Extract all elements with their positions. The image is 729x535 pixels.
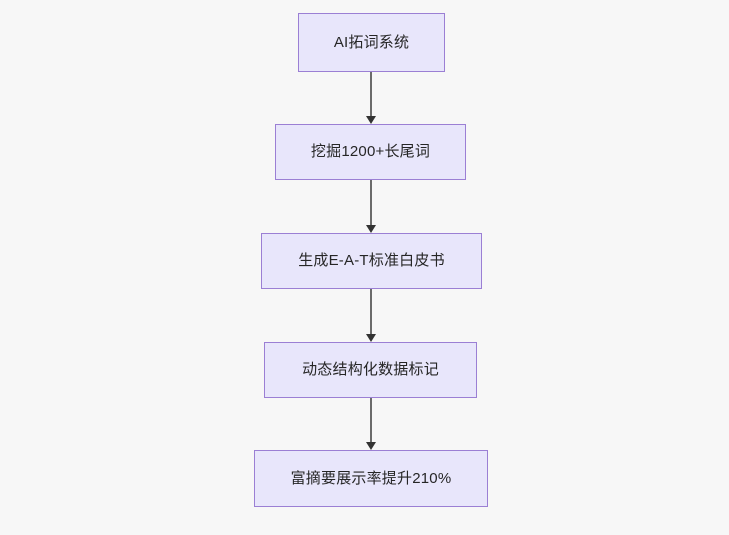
edge-line [370,180,372,226]
arrowhead-down-icon [366,442,376,450]
flow-node-rich-snippet-impression-lift[interactable]: 富摘要展示率提升210% [254,450,488,507]
arrowhead-down-icon [366,225,376,233]
flow-node-label: 动态结构化数据标记 [302,361,439,378]
arrowhead-down-icon [366,116,376,124]
flow-node-label: 富摘要展示率提升210% [290,469,452,487]
flow-node-ai-keyword-system[interactable]: AI拓词系统 [298,13,445,72]
flow-node-label: AI拓词系统 [333,33,410,51]
edge-line [370,72,372,117]
flow-node-label: 挖掘1200+长尾词 [310,143,431,160]
flow-node-mine-longtail-keywords[interactable]: 挖掘1200+长尾词 [275,124,466,180]
edge-line [370,398,372,443]
edge-line [370,289,372,335]
flow-node-label: 生成E-A-T标准白皮书 [298,252,445,269]
flow-node-dynamic-structured-data-markup[interactable]: 动态结构化数据标记 [264,342,477,398]
arrowhead-down-icon [366,334,376,342]
flow-node-generate-eat-whitepaper[interactable]: 生成E-A-T标准白皮书 [261,233,482,289]
